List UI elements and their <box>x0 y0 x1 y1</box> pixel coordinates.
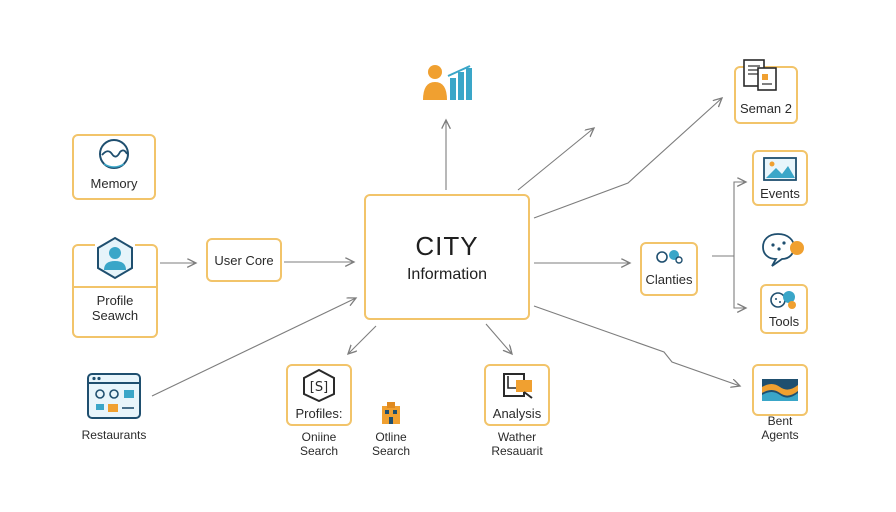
restaurants-label: Restaurants <box>81 428 147 442</box>
tools-label: Tools <box>768 314 800 329</box>
wather-line1: Wather <box>497 430 537 444</box>
city-title: CITY <box>415 230 479 261</box>
svg-text:[S]: [S] <box>310 380 328 395</box>
chat-bubbles-icon <box>762 233 804 267</box>
city-information-box: CITY Information <box>364 194 530 320</box>
arrow-restaurants-to-city <box>151 298 356 397</box>
online-search-2-line1: Otline <box>375 430 407 444</box>
arrow-city-to-seman <box>533 98 722 219</box>
wave-face-icon <box>99 138 129 169</box>
user-core-label: User Core <box>214 252 274 268</box>
arrow-city-to-bent-agents <box>533 305 740 386</box>
user-profile-icon <box>95 236 135 280</box>
browser-window-icon <box>87 373 141 419</box>
memory-label: Memory <box>90 175 138 191</box>
group-icon <box>656 250 683 264</box>
building-icon <box>382 402 400 424</box>
bent-line2: Agents <box>761 428 799 442</box>
profiles-label: Profiles: <box>295 406 343 421</box>
arrow-city-to-profiles <box>348 325 377 354</box>
profile-label: Profile <box>96 293 134 308</box>
wather-line2: Resauarit <box>491 444 543 458</box>
tools-box: Tools <box>760 284 808 334</box>
arrow-city-to-analysis <box>485 323 512 354</box>
seman-label: Seman 2 <box>739 101 793 116</box>
events-box: Events <box>752 150 808 206</box>
online-search-2-line2: Search <box>371 444 411 458</box>
arrow-branch-to-tools <box>733 256 746 308</box>
events-label: Events <box>760 186 800 201</box>
analysis-box: Analysis <box>484 364 550 426</box>
bent-line1: Bent <box>767 414 793 428</box>
arrow-branch-to-events <box>733 182 746 256</box>
arrow-city-to-upper-right <box>517 128 594 191</box>
chart-document-icon <box>503 373 533 399</box>
bent-agents-box <box>752 364 808 416</box>
person-chart-icon <box>423 65 472 100</box>
profiles-box: [S] Profiles: <box>286 364 352 426</box>
clanties-box: Clanties <box>640 242 698 296</box>
documents-icon <box>743 59 777 91</box>
analysis-label: Analysis <box>492 406 542 421</box>
profile-search-box: Profile Seawch <box>72 236 158 338</box>
dice-icon <box>770 291 796 309</box>
online-search-1-line2: Search <box>299 444 339 458</box>
memory-box: Memory <box>72 134 156 200</box>
city-subtitle: Information <box>406 265 488 283</box>
map-layers-icon <box>762 379 798 401</box>
user-core-box: User Core <box>206 238 282 282</box>
landscape-image-icon <box>763 157 797 181</box>
online-search-1-line1: Oniine <box>301 430 337 444</box>
profile-search-label: Seawch <box>91 308 139 323</box>
hexagon-logo-icon: [S] <box>303 368 335 402</box>
clanties-label: Clanties <box>645 272 693 287</box>
